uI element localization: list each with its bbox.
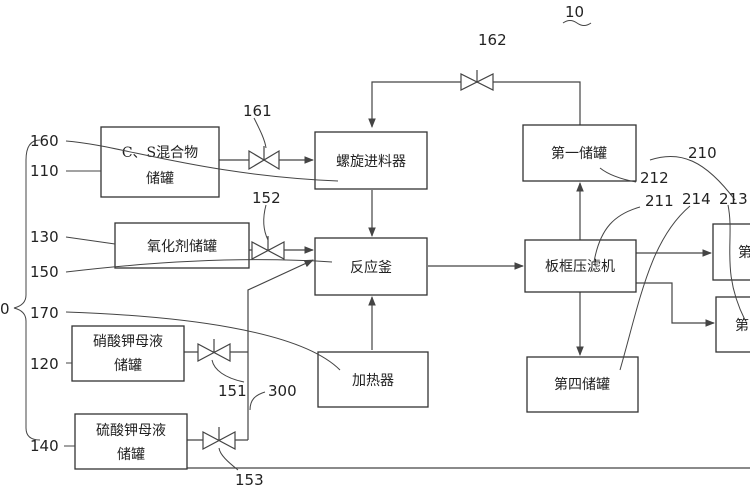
ref-170: 170 — [30, 304, 59, 322]
first-storage-tank: 第一储罐 — [522, 124, 637, 182]
leader-214 — [619, 205, 691, 371]
leader-10 — [562, 20, 592, 26]
ref-130: 130 — [30, 228, 59, 246]
heater-label: 加热器 — [352, 373, 394, 389]
leader-150 — [65, 259, 333, 273]
reactor-label: 反应釜 — [350, 259, 392, 276]
line-filter-to-right-box-b — [636, 282, 715, 327]
k2so4-tank-label-1: 硫酸钾母液 — [96, 423, 166, 439]
leader-161 — [253, 117, 267, 149]
leader-152 — [263, 204, 269, 241]
valve-151-icon — [197, 339, 231, 362]
k2so4-tank-label-2: 储罐 — [117, 447, 145, 463]
ref-10: 10 — [565, 3, 584, 21]
right-box-a-label: 第 — [738, 244, 750, 261]
leader-211 — [593, 206, 641, 263]
right-cut-box-b: 第 — [715, 296, 750, 353]
leader-170 — [65, 311, 341, 371]
ref-161: 161 — [243, 102, 272, 120]
leader-153 — [218, 447, 239, 471]
fourth-tank-label: 第四储罐 — [554, 376, 610, 393]
screw-feeder-label: 螺旋进料器 — [336, 154, 406, 170]
ref-162: 162 — [478, 31, 507, 49]
leader-213 — [727, 204, 746, 321]
line-bottom-return — [126, 448, 750, 469]
reactor: 反应釜 — [314, 237, 428, 296]
ref-140: 140 — [30, 437, 59, 455]
ref-212: 212 — [640, 169, 669, 187]
ref-153: 153 — [235, 471, 264, 489]
left-brace — [13, 139, 41, 441]
line-riser-to-reactor — [247, 259, 314, 440]
leader-210 — [649, 155, 736, 201]
line-top-loop — [368, 81, 581, 128]
valve-152-icon — [251, 236, 285, 260]
leader-130 — [65, 236, 116, 245]
ref-300: 300 — [268, 382, 297, 400]
ref-0: 0 — [0, 300, 10, 318]
cs-tank-label-2: 储罐 — [146, 171, 174, 187]
ref-210: 210 — [688, 144, 717, 162]
valve-161-icon — [248, 146, 280, 171]
oxidant-tank-label: 氧化剂储罐 — [147, 239, 217, 255]
kno3-tank-label-1: 硝酸钾母液 — [93, 334, 163, 350]
ref-110: 110 — [30, 162, 59, 180]
fourth-storage-tank: 第四储罐 — [526, 356, 639, 413]
right-box-b-label: 第 — [735, 317, 749, 334]
k2so4-mother-liquor-tank: 硫酸钾母液 储罐 — [74, 413, 188, 470]
ref-120: 120 — [30, 355, 59, 373]
kno3-mother-liquor-tank: 硝酸钾母液 储罐 — [71, 325, 185, 382]
kno3-tank-label-2: 储罐 — [114, 358, 142, 374]
ref-213: 213 — [719, 190, 748, 208]
cs-mixture-tank: C、S混合物 储罐 — [100, 126, 220, 198]
valve-153-icon — [202, 427, 236, 450]
ref-214: 214 — [682, 190, 711, 208]
cs-tank-label-1: C、S混合物 — [122, 145, 198, 161]
leader-151 — [211, 359, 245, 383]
ref-160: 160 — [30, 132, 59, 150]
right-cut-box-a: 第 — [712, 223, 750, 281]
ref-150: 150 — [30, 263, 59, 281]
ref-151: 151 — [218, 382, 247, 400]
filter-press-label: 板框压滤机 — [545, 259, 615, 275]
ref-152: 152 — [252, 189, 281, 207]
ref-211: 211 — [645, 192, 674, 210]
first-tank-label: 第一储罐 — [551, 145, 607, 162]
screw-feeder: 螺旋进料器 — [314, 131, 428, 190]
leader-212 — [599, 167, 637, 183]
plate-frame-filter-press: 板框压滤机 — [524, 239, 637, 293]
valve-162-icon — [460, 70, 494, 91]
oxidant-tank: 氧化剂储罐 — [114, 222, 250, 269]
leader-300 — [249, 391, 266, 411]
heater: 加热器 — [317, 351, 429, 408]
leader-160 — [65, 140, 339, 182]
